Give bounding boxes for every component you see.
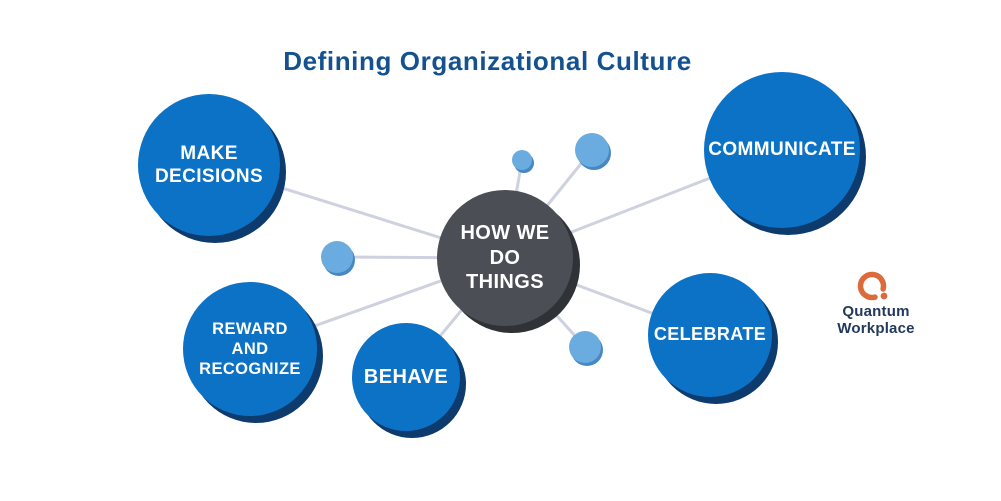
satellite-dot-bottom (569, 331, 601, 363)
node-hub-how-we-do-things: HOW WE DO THINGS (437, 190, 573, 326)
logo-line2: Workplace (837, 319, 915, 337)
logo-line1: Quantum (842, 303, 910, 320)
node-label: CELEBRATE (653, 324, 767, 345)
node-label: MAKE DECISIONS (154, 142, 264, 187)
page-title: Defining Organizational Culture (283, 46, 692, 76)
logo-wordmark: Quantum Workplace (826, 303, 926, 337)
node-communicate: COMMUNICATE (704, 72, 860, 228)
node-label: BEHAVE (363, 365, 449, 388)
node-reward-and-recognize: REWARD AND RECOGNIZE (183, 282, 317, 416)
satellite-dot-top-right (575, 133, 609, 167)
node-celebrate: CELEBRATE (648, 273, 772, 397)
hub-label: HOW WE DO THINGS (460, 222, 550, 294)
node-make-decisions: MAKE DECISIONS (138, 94, 280, 236)
node-behave: BEHAVE (352, 323, 460, 431)
quantum-workplace-ring-icon (857, 271, 888, 301)
node-label: COMMUNICATE (708, 139, 856, 161)
satellite-dot-top-small (512, 150, 532, 170)
node-label: REWARD AND RECOGNIZE (199, 319, 301, 379)
satellite-dot-left (321, 241, 353, 273)
